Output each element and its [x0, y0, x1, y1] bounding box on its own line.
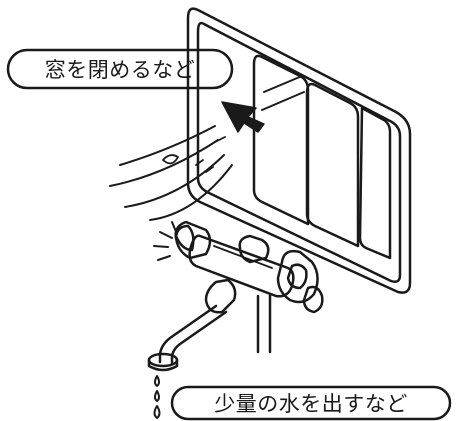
window-outer-frame [186, 7, 412, 294]
wall-pipe [256, 292, 272, 354]
window-glare [263, 75, 303, 93]
closing-arrow-icon [221, 101, 265, 133]
window-glare [261, 91, 305, 111]
window-pane-middle [305, 82, 360, 248]
callout-close-window: 窓を閉めるなど [44, 58, 196, 82]
faucet-right-handle [276, 249, 319, 304]
wind-lines [109, 125, 233, 221]
window-pane-left [252, 54, 310, 226]
water-drop-icon [153, 405, 161, 419]
water-drop-icon [154, 390, 160, 402]
impact-burst-icon [153, 221, 178, 261]
faucet [174, 220, 324, 314]
window-pane-right [358, 106, 392, 260]
faucet-left-handle [174, 220, 212, 260]
spout [147, 304, 228, 372]
faucet-body [188, 234, 295, 298]
window-inner-frame [196, 21, 402, 283]
faucet-spout-joint [204, 278, 237, 314]
water-drops [153, 375, 161, 419]
callout-bubble [170, 385, 452, 421]
faucet-top-valve [238, 234, 270, 264]
faucet-left-handle-cap [174, 224, 195, 252]
water-drop-icon [154, 375, 160, 387]
faucet-right-cap [302, 285, 324, 314]
callout-small-water: 少量の水を出すなど [214, 392, 408, 416]
window [186, 7, 412, 294]
faucet-right-handle-knob [286, 263, 308, 290]
callout-bubble [6, 48, 234, 90]
